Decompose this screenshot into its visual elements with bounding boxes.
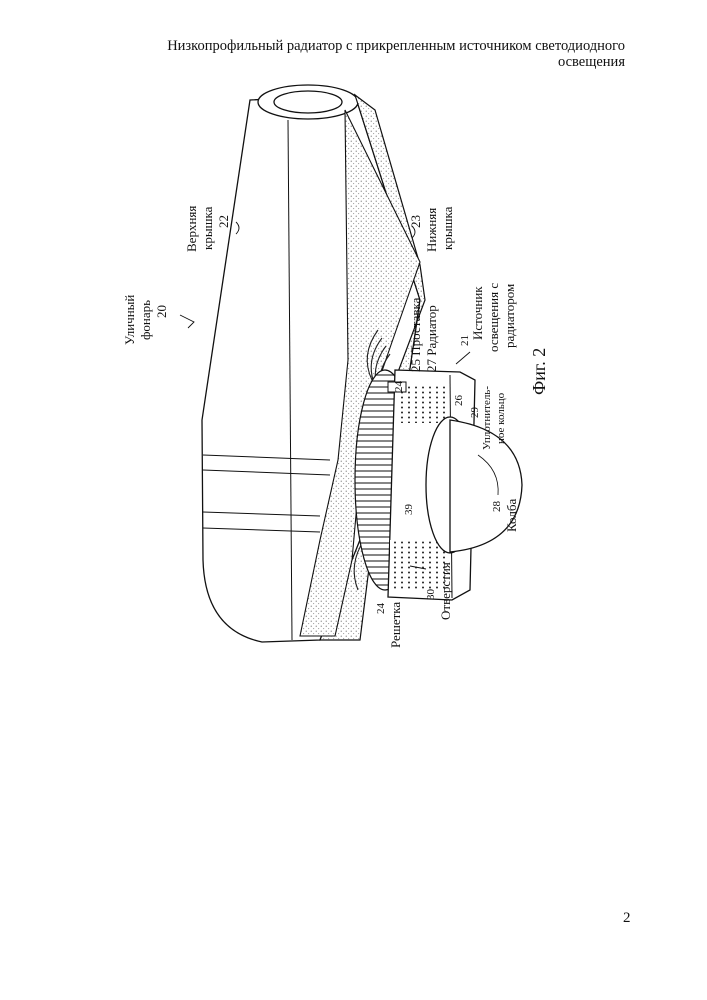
vent-holes-left — [390, 540, 445, 590]
label-holes-name: Отверстия — [438, 562, 453, 620]
page-number: 2 — [623, 910, 631, 927]
label-ref-39: 39 — [403, 504, 415, 516]
label-upper-cover-1: Верхняя — [184, 206, 199, 252]
label-light-source-3: радиатором — [502, 284, 517, 348]
label-street-lamp-1: Уличный — [122, 295, 137, 345]
label-grid-name: Решетка — [388, 602, 403, 648]
label-street-lamp-num: 20 — [154, 305, 169, 318]
label-light-source-2: освещения с — [486, 283, 501, 352]
vent-holes-right — [400, 385, 448, 423]
figure-caption: Фиг. 2 — [529, 348, 549, 395]
label-lower-cover-2: крышка — [440, 206, 455, 250]
label-light-source-1: Источник — [470, 286, 485, 340]
label-bulb-name: Колба — [504, 499, 519, 532]
label-lower-cover-1: Нижняя — [424, 208, 439, 252]
label-holes-num: 30 — [425, 589, 437, 601]
label-seal-1: Уплотнитель- — [481, 386, 493, 450]
label-street-lamp-2: фонарь — [138, 300, 153, 340]
label-grid-num: 24 — [375, 603, 387, 615]
label-upper-cover-2: крышка — [200, 206, 215, 250]
label-upper-cover-num: 22 — [216, 215, 231, 228]
label-ref-26: 26 — [453, 395, 465, 407]
label-lower-cover-num: 23 — [408, 215, 423, 228]
label-ref-24-upper: 24 — [393, 381, 405, 393]
label-seal-num: 29 — [469, 407, 481, 419]
top-opening-inner — [274, 91, 342, 113]
label-seal-2: ное кольцо — [495, 392, 507, 444]
label-spacer: 25 Проставка — [408, 297, 423, 372]
label-bulb-num: 28 — [491, 501, 503, 513]
label-radiator: 27 Радиатор — [424, 305, 439, 372]
